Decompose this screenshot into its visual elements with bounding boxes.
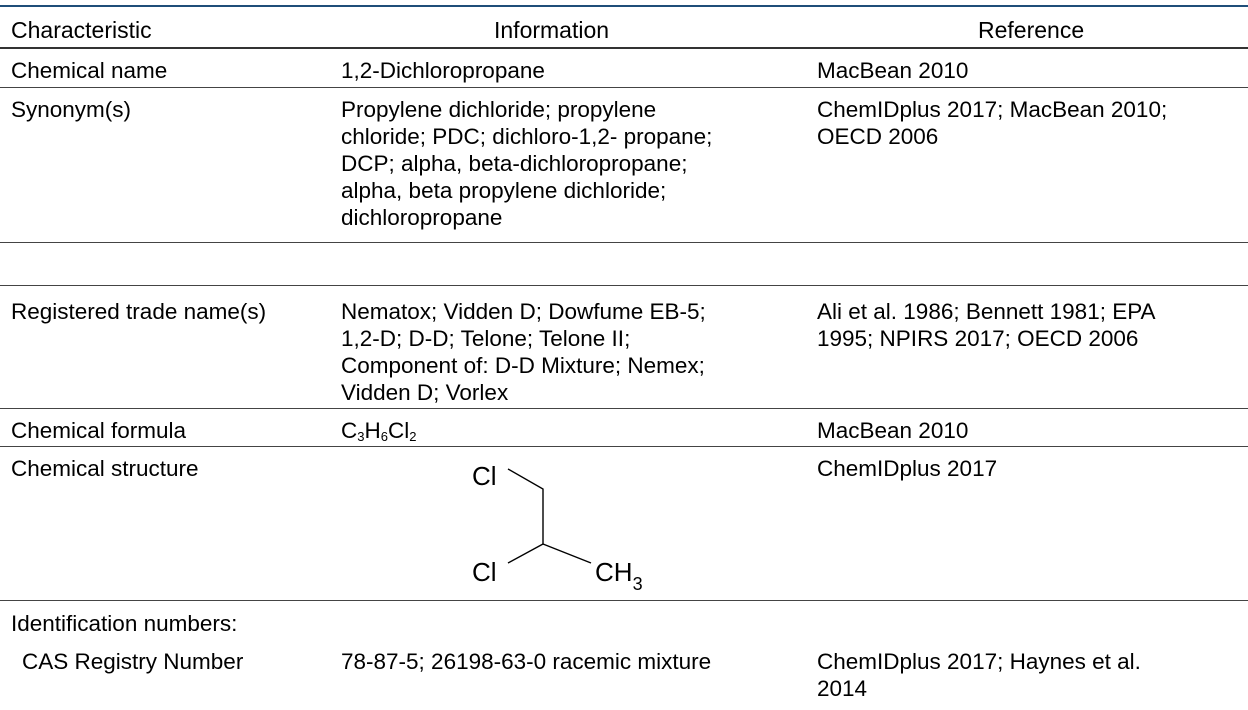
- chemical-structure-diagram: Cl Cl CH3: [472, 461, 643, 592]
- row-rule: [0, 408, 1248, 409]
- ref-cas-line: 2014: [817, 676, 868, 701]
- label-synonyms: Synonym(s): [11, 97, 132, 122]
- header-rule: [0, 47, 1248, 49]
- info-synonyms-line: alpha, beta propylene dichloride;: [341, 178, 667, 203]
- structure-ch3: CH3: [595, 557, 643, 592]
- info-synonyms-line: dichloropropane: [341, 205, 503, 230]
- info-synonyms-line: Propylene dichloride; propylene: [341, 97, 657, 122]
- row-rule: [0, 600, 1248, 601]
- info-trade-names-line: Component of: D-D Mixture; Nemex;: [341, 353, 705, 378]
- ref-structure: ChemIDplus 2017: [817, 456, 998, 481]
- ref-cas-line: ChemIDplus 2017; Haynes et al.: [817, 649, 1141, 674]
- info-chemical-name: 1,2-Dichloropropane: [341, 58, 545, 83]
- info-synonyms-line: chloride; PDC; dichloro-1,2- propane;: [341, 124, 713, 149]
- ref-chemical-name: MacBean 2010: [817, 58, 969, 83]
- header-characteristic: Characteristic: [11, 17, 152, 43]
- structure-cl-bottom: Cl: [472, 557, 497, 587]
- label-chemical-name: Chemical name: [11, 58, 168, 83]
- structure-bond: [507, 543, 544, 564]
- info-trade-names-line: Vidden D; Vorlex: [341, 380, 509, 405]
- ref-synonyms-line: ChemIDplus 2017; MacBean 2010;: [817, 97, 1168, 122]
- label-trade-names: Registered trade name(s): [11, 299, 267, 324]
- info-synonyms-line: DCP; alpha, beta-dichloropropane;: [341, 151, 688, 176]
- ref-trade-names-line: Ali et al. 1986; Bennett 1981; EPA: [817, 299, 1156, 324]
- row-rule: [0, 87, 1248, 88]
- label-identification: Identification numbers:: [11, 611, 238, 636]
- label-formula: Chemical formula: [11, 418, 187, 443]
- row-rule: [0, 242, 1248, 243]
- structure-bond: [542, 543, 592, 564]
- label-structure: Chemical structure: [11, 456, 199, 481]
- ref-formula: MacBean 2010: [817, 418, 969, 443]
- info-cas: 78-87-5; 26198-63-0 racemic mixture: [341, 649, 712, 674]
- row-rule: [0, 285, 1248, 286]
- ref-synonyms-line: OECD 2006: [817, 124, 939, 149]
- header-information: Information: [494, 17, 610, 43]
- ref-trade-names-line: 1995; NPIRS 2017; OECD 2006: [817, 326, 1139, 351]
- header-reference: Reference: [978, 17, 1085, 43]
- label-cas: CAS Registry Number: [22, 649, 244, 674]
- row-rule: [0, 446, 1248, 447]
- table-top-border: [0, 5, 1248, 7]
- structure-cl-top: Cl: [472, 461, 497, 491]
- info-formula: C3H6Cl2: [341, 418, 417, 444]
- info-trade-names-line: 1,2-D; D-D; Telone; Telone II;: [341, 326, 631, 351]
- info-trade-names-line: Nematox; Vidden D; Dowfume EB-5;: [341, 299, 706, 324]
- structure-bond: [507, 468, 544, 544]
